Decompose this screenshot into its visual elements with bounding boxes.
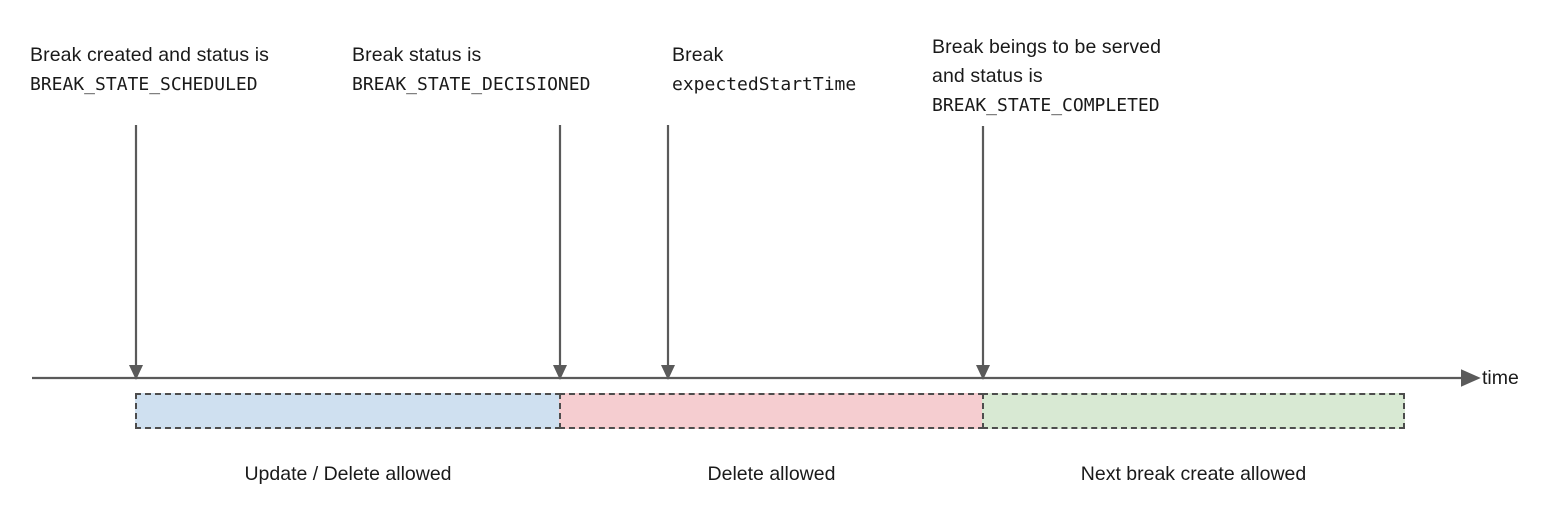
annotation-label-completed: Break beings to be served and status is BR… [932,33,1161,120]
annotation-label-scheduled: Break created and status is BREAK_STATE_S… [30,41,269,99]
pointer-arrow-completed [976,126,990,380]
annotation-label-line: expectedStartTime [672,74,857,95]
timeline-segment-next-break-create [982,393,1405,429]
annotation-label-line: BREAK_STATE_COMPLETED [932,95,1160,116]
annotation-label-line: and status is [932,65,1043,87]
annotation-label-line: Break status is [352,44,482,66]
pointer-arrow-decisioned [553,125,567,380]
annotation-label-line: Break created and status is [30,44,269,66]
annotation-label-line: BREAK_STATE_SCHEDULED [30,74,258,95]
timeline-segment-update-delete [135,393,561,429]
pointer-arrow-expected-start-time [661,125,675,380]
segment-caption-delete-only: Delete allowed [707,463,836,485]
segment-caption-next-break-create: Next break create allowed [1080,463,1307,485]
segment-caption-update-delete: Update / Delete allowed [244,463,452,485]
annotation-label-expected-start-time: Break expectedStartTime [672,41,856,99]
timeline-segment-delete-only [559,393,984,429]
annotation-label-decisioned: Break status is BREAK_STATE_DECISIONED [352,41,590,99]
pointer-arrow-scheduled [129,125,143,380]
annotation-label-line: BREAK_STATE_DECISIONED [352,74,591,95]
annotation-label-line: Break beings to be served [932,36,1162,58]
annotation-label-line: Break [672,44,724,66]
time-axis-label: time [1482,367,1519,389]
time-axis [32,369,1481,387]
